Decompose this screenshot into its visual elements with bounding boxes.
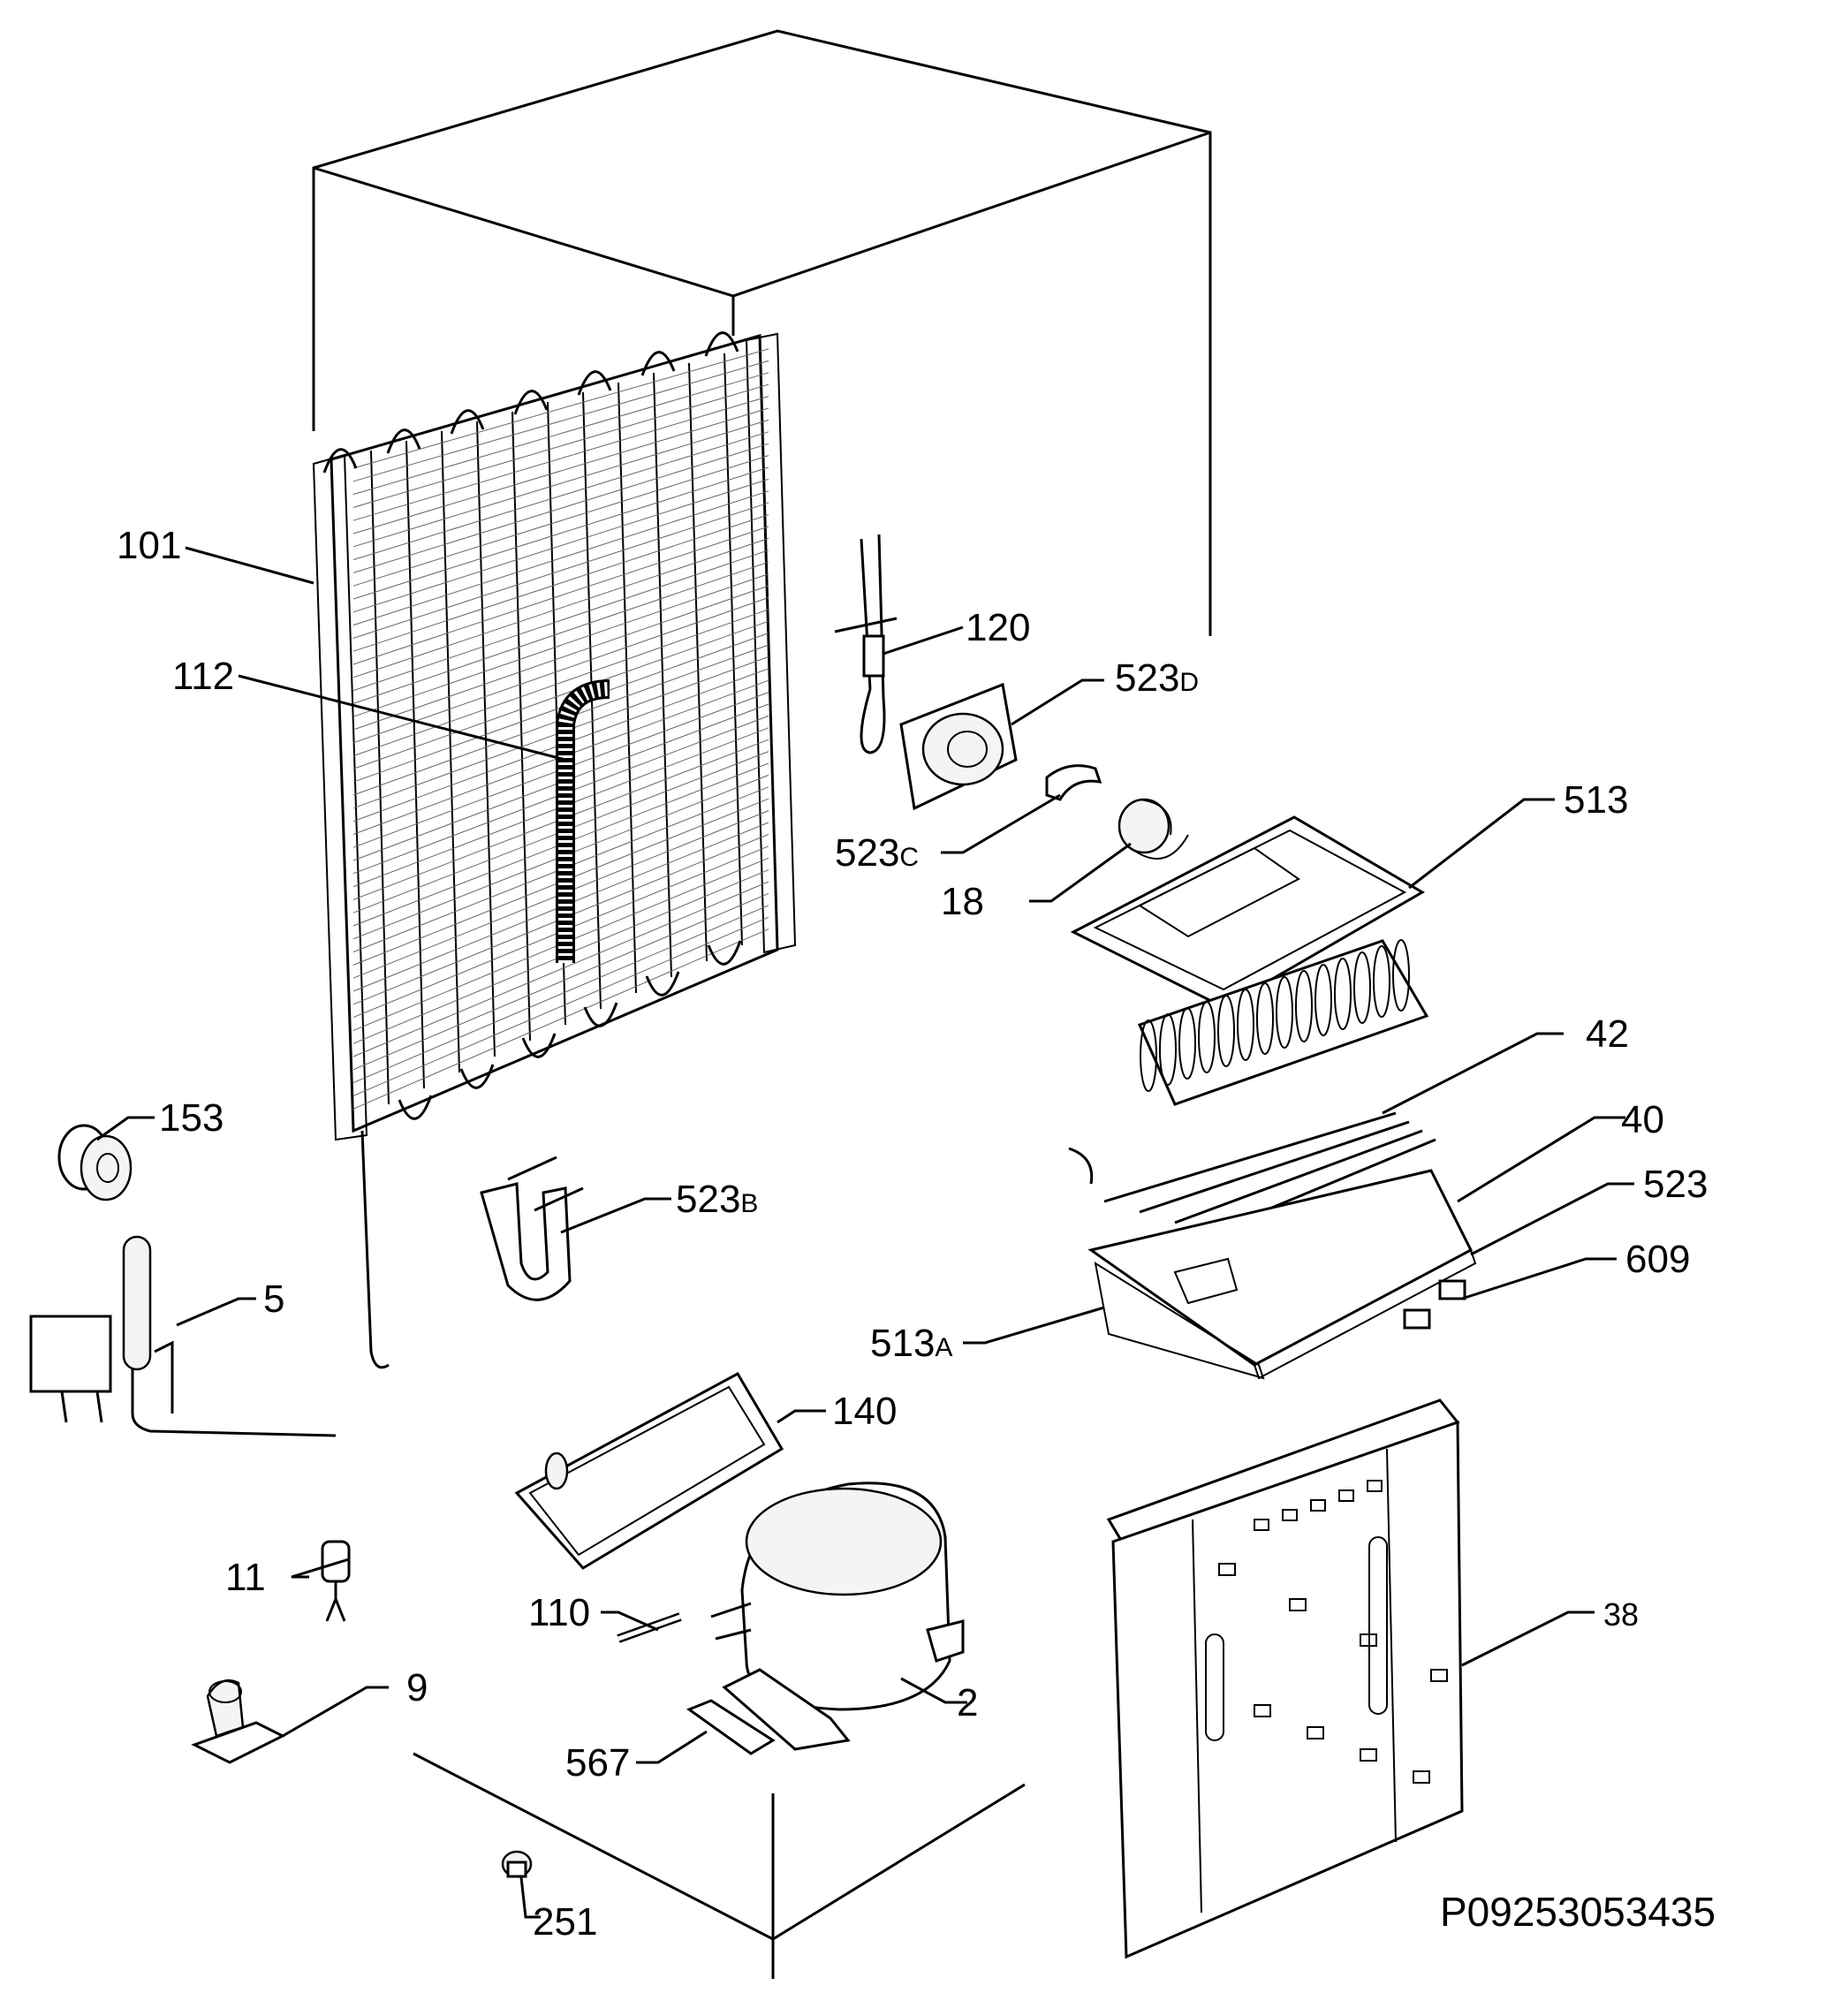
spacer-blocks-part	[1403, 1279, 1466, 1330]
compressor-part	[710, 1482, 965, 1751]
clip-c-part	[1045, 764, 1102, 801]
holder-part	[191, 1679, 286, 1764]
label-523: 523	[1643, 1163, 1708, 1206]
cabinet-outline	[312, 29, 1212, 1979]
sensor-clip-part	[834, 534, 898, 754]
drain-tube-part	[556, 679, 610, 963]
label-523b: 523B	[676, 1178, 758, 1221]
condenser-part	[312, 331, 797, 1369]
label-140: 140	[832, 1390, 897, 1433]
label-5: 5	[263, 1277, 284, 1321]
label-513a: 513A	[870, 1322, 952, 1365]
label-523c: 523C	[835, 831, 919, 875]
label-112: 112	[172, 655, 234, 698]
plate-part	[686, 1699, 776, 1755]
label-110: 110	[528, 1591, 590, 1634]
label-609: 609	[1625, 1238, 1690, 1281]
label-101: 101	[117, 524, 181, 567]
drawing-code: P09253053435	[1440, 1889, 1716, 1935]
valve-drier-part	[29, 1235, 337, 1437]
label-523d: 523D	[1115, 656, 1199, 700]
leader-lines	[96, 546, 1634, 1919]
label-513: 513	[1564, 778, 1628, 822]
label-153: 153	[159, 1096, 223, 1140]
evaporator-coil-part	[1137, 939, 1429, 1106]
back-cover-part	[1106, 1398, 1464, 1959]
cap-part	[57, 1124, 133, 1201]
label-9: 9	[406, 1666, 428, 1709]
bracket-b-part	[480, 1156, 584, 1301]
label-42: 42	[1586, 1012, 1629, 1056]
label-40: 40	[1621, 1098, 1664, 1141]
fan-part	[1117, 798, 1189, 860]
label-251: 251	[533, 1900, 597, 1944]
label-567: 567	[565, 1741, 630, 1785]
label-18: 18	[941, 880, 984, 923]
drip-pan-part	[514, 1371, 784, 1570]
evaporator-cover-part	[1070, 815, 1425, 1009]
fan-bracket-part	[899, 682, 1018, 811]
foot-part	[501, 1850, 533, 1878]
part-labels: 101 112 120 523D 523C 18 513 42 40 523 6…	[117, 524, 1716, 1944]
drain-tray-part	[1087, 1169, 1477, 1380]
label-120: 120	[966, 606, 1030, 649]
label-2: 2	[957, 1681, 978, 1724]
rod-part	[617, 1612, 682, 1643]
label-38: 38	[1603, 1596, 1639, 1633]
relay-part	[321, 1540, 351, 1622]
label-11: 11	[225, 1556, 266, 1599]
